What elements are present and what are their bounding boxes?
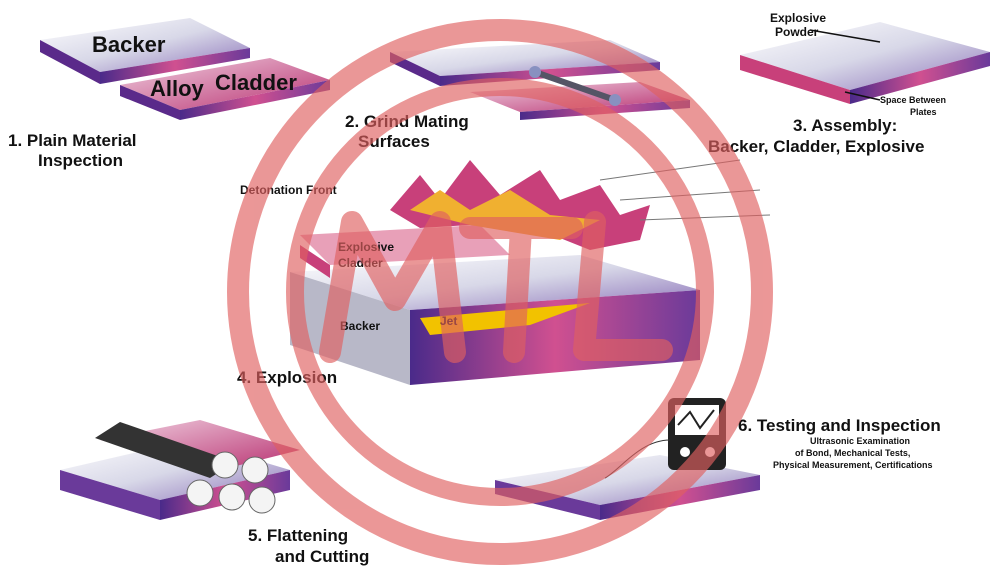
step6-title: 6. Testing and Inspection xyxy=(738,416,941,435)
step6-desc-line2: of Bond, Mechanical Tests, xyxy=(795,448,910,458)
step5-flattening xyxy=(60,420,300,520)
step1-title: 1. Plain Material xyxy=(8,131,137,150)
step4-explosion xyxy=(290,159,771,385)
step3-title-line2: Backer, Cladder, Explosive xyxy=(708,137,924,156)
space-between-plates-label: Space Between xyxy=(880,95,946,105)
explosive-powder-label: Explosive xyxy=(770,11,826,25)
alloy-plate-label: Alloy xyxy=(150,76,205,101)
step6-desc-line1: Ultrasonic Examination xyxy=(810,436,910,446)
cladder-plate-label: Cladder xyxy=(215,70,297,95)
step1-title-line2: Inspection xyxy=(38,151,123,170)
mtl-watermark-logo xyxy=(227,19,773,565)
watermark-letter-t xyxy=(459,217,583,363)
space-between-plates-label-line2: Plates xyxy=(910,107,937,117)
backer-layer-label: Backer xyxy=(340,319,380,333)
step6-desc-line3: Physical Measurement, Certifications xyxy=(773,460,933,470)
backer-plate-label: Backer xyxy=(92,32,166,57)
step3-title: 3. Assembly: xyxy=(793,116,897,135)
watermark-letter-l xyxy=(573,211,673,361)
explosive-powder-label-line2: Powder xyxy=(775,25,819,39)
step5-title-line2: and Cutting xyxy=(275,547,369,566)
step3-assembly xyxy=(740,22,990,104)
step1-plates xyxy=(40,18,330,120)
step5-title: 5. Flattening xyxy=(248,526,348,545)
watermark-letter-m xyxy=(319,211,466,363)
